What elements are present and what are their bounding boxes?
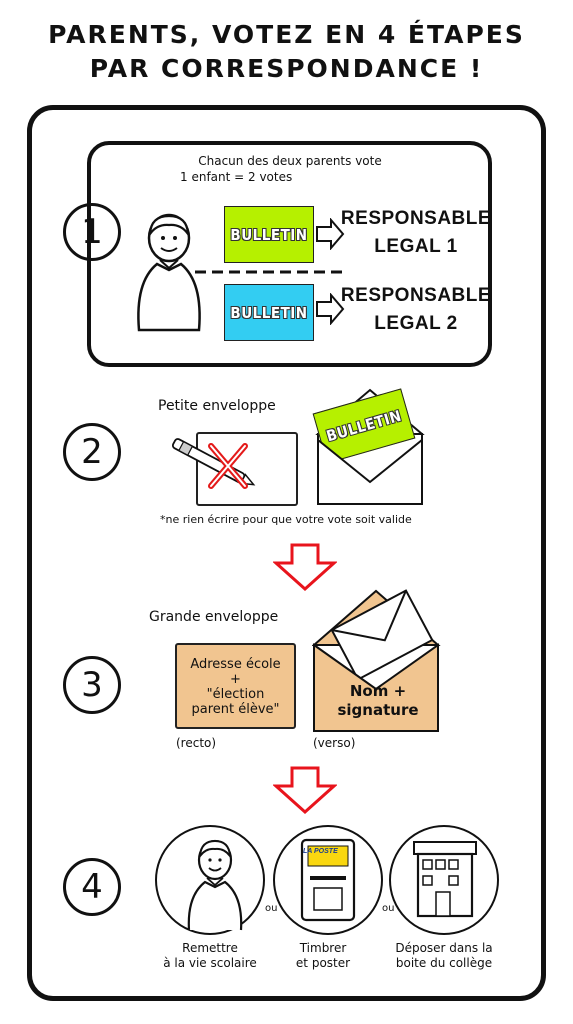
right-arrow-icon — [316, 218, 345, 250]
verso-caption: (verso) — [313, 736, 356, 750]
recto-line-4: parent élève" — [191, 702, 280, 717]
step-4-number: 4 — [63, 858, 121, 916]
verso-line-2: signature — [337, 701, 419, 719]
large-envelope-recto: Adresse école + "élection parent élève" — [175, 643, 296, 729]
poste-label: LA POSTE — [303, 848, 338, 855]
responsable-legal-1: RESPONSABLE LEGAL 1 — [336, 205, 496, 261]
mailbox-icon — [300, 838, 356, 922]
or-2: ou — [382, 903, 395, 914]
option-3-line-2: boite du collège — [395, 956, 493, 970]
responsable-1-line-1: RESPONSABLE — [340, 208, 492, 229]
step-1-note: Chacun des deux parents vote 1 enfant = … — [180, 153, 400, 185]
responsable-2-line-1: RESPONSABLE — [340, 285, 492, 306]
down-arrow-icon — [273, 766, 337, 814]
option-1-line-1: Remettre — [182, 941, 238, 955]
person-icon — [187, 839, 243, 931]
bulletin-green: BULLETIN — [224, 206, 314, 263]
recto-line-2: + — [230, 672, 241, 687]
recto-caption: (recto) — [176, 736, 217, 750]
school-building-icon — [413, 841, 477, 918]
step-1-note-line-2: 1 enfant = 2 votes — [180, 170, 293, 184]
step-2-number: 2 — [63, 423, 121, 481]
option-1-caption: Remettre à la vie scolaire — [140, 941, 280, 971]
step-3-number: 3 — [63, 656, 121, 714]
bulletin-blue: BULLETIN — [224, 284, 314, 341]
title-line-1: PARENTS, VOTEZ EN 4 ÉTAPES — [48, 20, 525, 49]
steps-frame — [27, 105, 546, 1001]
step-1-box — [87, 141, 492, 367]
option-2-caption: Timbrer et poster — [258, 941, 388, 971]
verso-text: Nom + signature — [322, 682, 434, 720]
envelope-front-flap — [317, 437, 423, 505]
option-3-line-1: Déposer dans la — [395, 941, 493, 955]
step-2-label: Petite enveloppe — [158, 398, 276, 414]
right-arrow-icon — [316, 293, 345, 325]
step-1-note-line-1: Chacun des deux parents vote — [198, 154, 382, 168]
recto-line-3: "élection — [206, 687, 265, 702]
large-envelope-verso — [312, 589, 441, 732]
recto-line-1: Adresse école — [190, 657, 281, 672]
separator-dashed-line — [195, 270, 343, 274]
option-2-line-1: Timbrer — [299, 941, 347, 955]
cross-icon — [208, 443, 248, 489]
step-3-label: Grande enveloppe — [149, 609, 279, 625]
option-3-caption: Déposer dans la boite du collège — [374, 941, 514, 971]
person-icon — [137, 213, 201, 332]
down-arrow-icon — [273, 543, 337, 591]
step-1-number: 1 — [63, 203, 121, 261]
responsable-2-line-2: LEGAL 2 — [374, 313, 458, 334]
responsable-legal-2: RESPONSABLE LEGAL 2 — [336, 282, 496, 338]
step-2-note: *ne rien écrire pour que votre vote soit… — [160, 513, 412, 526]
title-line-2: PAR CORRESPONDANCE ! — [89, 54, 484, 83]
option-1-line-2: à la vie scolaire — [163, 956, 257, 970]
small-envelope-front — [196, 432, 298, 506]
verso-line-1: Nom + — [349, 682, 407, 700]
or-1: ou — [265, 903, 278, 914]
responsable-1-line-2: LEGAL 1 — [374, 236, 458, 257]
option-2-line-2: et poster — [295, 956, 351, 970]
